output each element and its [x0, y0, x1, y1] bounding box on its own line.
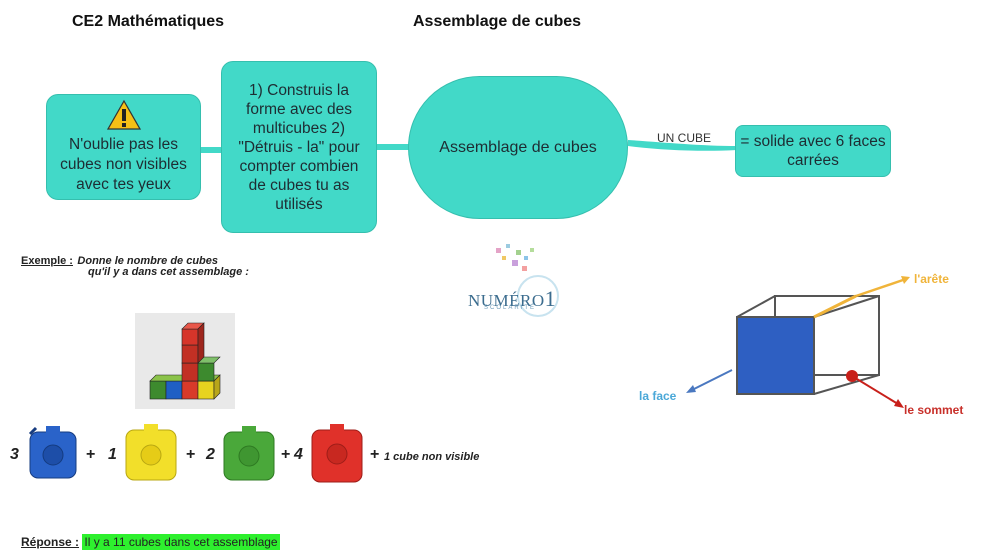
count-number-green: 2: [206, 446, 215, 463]
cube-assembly-graphic: [149, 322, 221, 400]
count-number-yellow: 1: [108, 446, 117, 463]
plus-sign-1: +: [86, 446, 96, 463]
branch-label: UN CUBE: [657, 131, 712, 145]
plus-sign-2: +: [186, 446, 196, 463]
numero1-logo: NUMÉRO1 SCOLARITÉ: [466, 242, 566, 322]
example-line2: qu'il y a dans cet assemblage :: [88, 266, 249, 278]
label-face: la face: [639, 389, 677, 403]
definition-text: = solide avec 6 faces carrées: [740, 133, 886, 169]
edge-arrow: [855, 278, 904, 298]
cube-assembly-image: [135, 313, 235, 409]
logo-graphic: [496, 244, 559, 317]
example-line1: Donne le nombre de cubes: [77, 255, 219, 267]
label-vertex: le sommet: [904, 403, 964, 417]
face-arrow: [691, 369, 733, 391]
logo-subtext: SCOLARITÉ: [484, 305, 537, 311]
example-prompt: Exemple : Donne le nombre de cubes: [21, 251, 218, 269]
page-subject-title: CE2 Mathématiques: [72, 13, 225, 30]
plus-sign-4: +: [370, 446, 380, 463]
connector-cube-branch: [628, 140, 737, 151]
red-cube-icon: [311, 424, 363, 483]
warning-text: N'oublie pas les cubes non visibles avec…: [60, 136, 187, 193]
count-number-red: 4: [294, 446, 303, 463]
cube-diagram: [686, 276, 910, 408]
central-topic-text: Assemblage de cubes: [439, 139, 597, 156]
central-topic-node: Assemblage de cubes: [408, 76, 628, 219]
answer-label: Réponse :: [21, 535, 80, 549]
yellow-cube-icon: [125, 424, 177, 481]
count-number-blue: 3: [10, 446, 19, 463]
page-title: Assemblage de cubes: [413, 13, 582, 30]
blue-cube-icon: [28, 426, 77, 479]
warning-icon: [106, 99, 141, 130]
logo-text: NUMÉRO1: [468, 286, 557, 311]
warning-node: N'oublie pas les cubes non visibles avec…: [46, 94, 201, 200]
example-label: Exemple :: [21, 255, 73, 267]
instructions-text: 1) Construis la forme avec des multicube…: [238, 81, 360, 213]
green-cube-icon: [223, 426, 275, 481]
extra-cube-note: 1 cube non visible: [384, 451, 480, 463]
answer-line: Réponse : Il y a 11 cubes dans cet assem…: [21, 534, 280, 550]
mindmap-connectors: [200, 140, 737, 153]
answer-text: Il y a 11 cubes dans cet assemblage: [82, 534, 280, 550]
cube-front-face: [736, 316, 815, 395]
vertex-arrow: [851, 375, 899, 405]
plus-sign-3: +: [281, 446, 291, 463]
definition-node: = solide avec 6 faces carrées: [735, 125, 891, 177]
label-edge: l'arête: [914, 272, 949, 286]
instructions-node: 1) Construis la forme avec des multicube…: [221, 61, 377, 233]
